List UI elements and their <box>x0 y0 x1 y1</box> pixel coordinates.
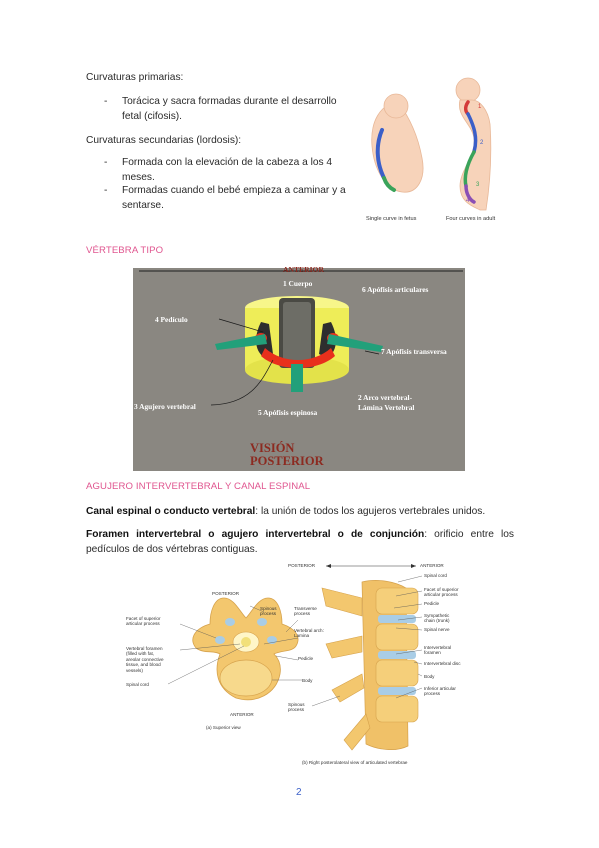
b-right-label: Facet of superior articular process <box>424 587 459 598</box>
a-right-label: Body <box>302 678 313 683</box>
bullet: - <box>104 96 108 107</box>
b-right-label: Intervertebral disc <box>424 661 461 666</box>
a-right-label: Vertebral arch: Lamina <box>294 628 324 639</box>
secondary-curvatures-title: Curvaturas secundarias (lordosis): <box>86 135 242 146</box>
b-caption: (b) Right posterolateral view of articul… <box>302 760 408 765</box>
label-pedicle: 4 Pedículo <box>155 315 188 324</box>
primary-item: Torácica y sacra formadas durante el des… <box>122 96 337 122</box>
view-title-1: VISIÓN <box>250 441 295 455</box>
canal-term: Canal espinal o conducto vertebral <box>86 506 256 517</box>
label-transverse: 7 Apófisis transversa <box>381 347 447 356</box>
secondary-item-1: Formada con la elevación de la cabeza a … <box>122 157 333 183</box>
label-articular: 6 Apófisis articulares <box>362 285 429 294</box>
b-left-label: Spinous process <box>288 702 305 713</box>
section-title-foramen: AGUJERO INTERVERTEBRAL Y CANAL ESPINAL <box>86 481 311 492</box>
a-posterior: POSTERIOR <box>212 591 240 596</box>
curve-number: 4 <box>466 198 470 204</box>
caption-fetus: Single curve in fetus <box>366 216 417 222</box>
b-right-label: Pedicle <box>424 601 440 606</box>
a-caption: (a) Superior view <box>206 725 241 730</box>
b-right-label: Intervertebral foramen <box>424 645 452 656</box>
foramen-definition: Foramen intervertebral o agujero interve… <box>86 527 514 557</box>
a-left-label: Spinal cord <box>126 682 149 687</box>
canal-text: : la unión de todos los agujeros vertebr… <box>255 506 486 517</box>
curve-number: 3 <box>476 182 480 188</box>
label-body: 1 Cuerpo <box>283 279 313 288</box>
bullet: - <box>104 157 108 168</box>
a-right-label: Spinous process <box>260 606 277 617</box>
page-number: 2 <box>296 787 302 798</box>
label-arch: 2 Arco vertebral- Lámina Vertebral <box>358 393 415 412</box>
b-right-label: Sympathetic chain (trunk) <box>424 613 450 624</box>
canal-definition: Canal espinal o conducto vertebral: la u… <box>86 504 514 519</box>
primary-curvatures-title: Curvaturas primarias: <box>86 72 184 83</box>
b-posterior: POSTERIOR <box>288 563 316 568</box>
bullet: - <box>104 185 108 196</box>
caption-adult: Four curves in adult <box>446 216 496 222</box>
spinal-curves-figure: 1 2 3 4 <box>371 77 492 211</box>
a-left-label: Vertebral foramen (filled with fat, areo… <box>126 646 164 673</box>
label-foramen: 3 Agujero vertebral <box>134 402 196 411</box>
a-anterior: ANTERIOR <box>230 712 254 717</box>
b-anterior: ANTERIOR <box>420 563 444 568</box>
b-right-label: Body <box>424 674 435 679</box>
label-spinous: 5 Apófisis espinosa <box>258 408 318 417</box>
view-title-2: POSTERIOR <box>250 454 324 468</box>
a-left-label: Facet of superior articular process <box>126 616 161 627</box>
anatomy-figure: POSTERIOR Facet of superior articular pr… <box>126 558 486 772</box>
curve-number: 1 <box>478 104 482 110</box>
secondary-item-2: Formadas cuando el bebé empieza a camina… <box>122 185 346 211</box>
section-title-vertebra: VÉRTEBRA TIPO <box>86 245 164 256</box>
vertebra-top-label: ANTERIOR <box>283 265 324 274</box>
curve-number: 2 <box>480 140 484 146</box>
foramen-text: : orificio entre los pedículos de dos vé… <box>86 529 514 555</box>
foramen-term: Foramen intervertebral o agujero interve… <box>86 529 425 540</box>
b-right-label: Spinal nerve <box>424 627 450 632</box>
a-right-label: Pedicle <box>298 656 314 661</box>
vertebra-figure: ANTERIOR 1 Cuerpo 6 Apófisis articulares… <box>133 265 465 471</box>
b-right-label: Spinal cord <box>424 573 447 578</box>
a-right-label: Transverse process <box>294 606 317 617</box>
b-right-label: Inferior articular process <box>424 686 456 697</box>
